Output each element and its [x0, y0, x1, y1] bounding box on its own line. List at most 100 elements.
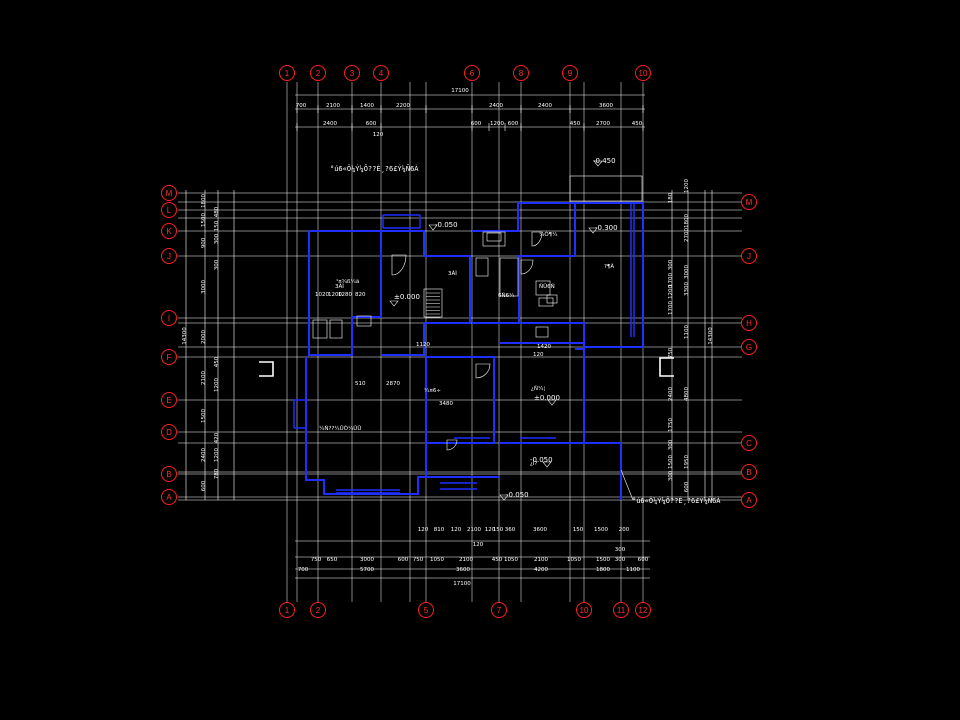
dim-text: 1750 — [668, 418, 674, 432]
axis-bubble-circle — [741, 339, 757, 355]
axis-bubble: C — [741, 435, 757, 451]
dim-text: 2100 — [459, 557, 473, 563]
dim-text: 300 — [214, 259, 220, 270]
axis-bubble-label: A — [746, 496, 752, 505]
fixture — [535, 280, 551, 296]
axis-bubble-circle — [576, 602, 592, 618]
axis-bubble-label: 1 — [285, 606, 290, 615]
axis-bubble: M — [161, 185, 177, 201]
axis-bubble-label: M — [166, 189, 173, 198]
axis-bubble-label: B — [746, 468, 751, 477]
leader-line — [620, 469, 634, 501]
right-overall-dim: 14300 — [708, 327, 714, 345]
dim-text: 1200 — [668, 285, 674, 299]
left-overall-dim: 14300 — [182, 327, 188, 345]
dim-text: 1800 — [596, 567, 610, 573]
fixture — [486, 232, 502, 242]
room-dim: 2870 — [386, 381, 400, 387]
axis-bubble-label: C — [746, 439, 752, 448]
dim-text: 750 — [311, 557, 322, 563]
dim-text: 120 — [373, 132, 384, 138]
dim-text: 450 — [492, 557, 503, 563]
level-text: -0.300 — [595, 224, 618, 232]
axis-bubble-label: 4 — [379, 69, 384, 78]
dim-text: 2200 — [396, 103, 410, 109]
axis-bubble: H — [741, 315, 757, 331]
axis-bubble-circle — [741, 315, 757, 331]
dim-text: 180 — [668, 192, 674, 203]
door-swing — [446, 439, 458, 451]
dim-text: 2100 — [201, 371, 207, 385]
room-label: ¿Í? — [530, 460, 538, 467]
room-dim: 1280 — [338, 292, 352, 298]
axis-bubble: J — [161, 248, 177, 264]
dim-text: 1200 — [490, 121, 504, 127]
fixture — [538, 297, 554, 307]
dim-text: 450 — [570, 121, 581, 127]
dim-text: 2400 — [668, 387, 674, 401]
axis-bubble-circle — [562, 65, 578, 81]
dim-text: 1050 — [567, 557, 581, 563]
axis-bubble-circle — [418, 602, 434, 618]
dim-text: 2700 — [596, 121, 610, 127]
top-overall-dim: 17100 — [451, 88, 469, 94]
axis-bubble-circle — [741, 194, 757, 210]
fixture — [535, 326, 549, 338]
annotations: °ú6«Ö¼Ý¼Ô??È¸?6£Ý¼Ñ6À°ú6«Ö¼Ý¼Ô??È¸?6£Ý¼Ñ… — [315, 157, 721, 505]
level-text: ±0.000 — [534, 394, 560, 402]
wall-segment — [381, 230, 471, 356]
axis-bubble: 10 — [635, 65, 651, 81]
level-text: ±0.000 — [394, 293, 420, 301]
axis-bubble-label: 12 — [639, 606, 648, 615]
room-dim: 1020 — [315, 292, 329, 298]
dim-text: 300 — [615, 557, 626, 563]
axis-bubble: 6 — [464, 65, 480, 81]
wall-segment — [499, 342, 585, 444]
room-label: ¹¤¾ß¼ä — [336, 278, 359, 285]
axis-bubble: A — [161, 489, 177, 505]
dim-text: 5700 — [360, 567, 374, 573]
axis-bubble-label: A — [166, 493, 172, 502]
dim-text: 1800 — [201, 194, 207, 208]
room-label: ¼¤6÷ — [424, 388, 441, 394]
axis-bubble: J — [741, 248, 757, 264]
room-dim: 1420 — [537, 344, 551, 350]
axis-bubble-circle — [613, 602, 629, 618]
dim-text: 450 — [632, 121, 643, 127]
axis-bubble-circle — [741, 464, 757, 480]
bottom-overall-dim: 17100 — [453, 581, 471, 587]
fixtures — [259, 160, 674, 501]
room-dim: 1120 — [416, 342, 430, 348]
dim-text: 1050 — [504, 557, 518, 563]
dim-text: 120 — [418, 527, 429, 533]
axis-bubble: 10 — [576, 602, 592, 618]
dim-text: 2100 — [534, 557, 548, 563]
bottom-note: °ú6«Ö¼Ý¼Ô??È¸?6£Ý¼Ñ6À — [632, 496, 721, 505]
axis-bubble: B — [161, 466, 177, 482]
dim-text: 1700 — [668, 273, 674, 287]
dim-text: 150 — [493, 527, 504, 533]
dim-text: 1500 — [668, 455, 674, 469]
axis-bubble-circle — [161, 223, 177, 239]
axis-bubble-label: 6 — [470, 69, 475, 78]
dim-text: 4800 — [684, 387, 690, 401]
room-label: ÑÛ6Ñ — [539, 283, 555, 290]
dim-text: 1500 — [201, 213, 207, 227]
dim-text: 600 — [471, 121, 482, 127]
wall-segment — [305, 356, 495, 495]
fixture — [312, 319, 328, 339]
dim-text: 600 — [366, 121, 377, 127]
axis-bubble-label: J — [747, 252, 751, 261]
axis-bubble: B — [741, 464, 757, 480]
dim-text: 650 — [327, 557, 338, 563]
room-dim: 3480 — [439, 401, 453, 407]
dim-text: 600 — [684, 481, 690, 492]
axis-bubble: A — [741, 492, 757, 508]
wall-segment — [472, 202, 576, 324]
fixture — [423, 288, 443, 318]
room-label: 3ÀÌ — [448, 270, 457, 277]
room-label: ¼Ñ??¼ÛÓ¼ÛÛ — [319, 425, 361, 432]
axis-bubble-circle — [310, 65, 326, 81]
level-text: -0.050 — [530, 456, 553, 464]
